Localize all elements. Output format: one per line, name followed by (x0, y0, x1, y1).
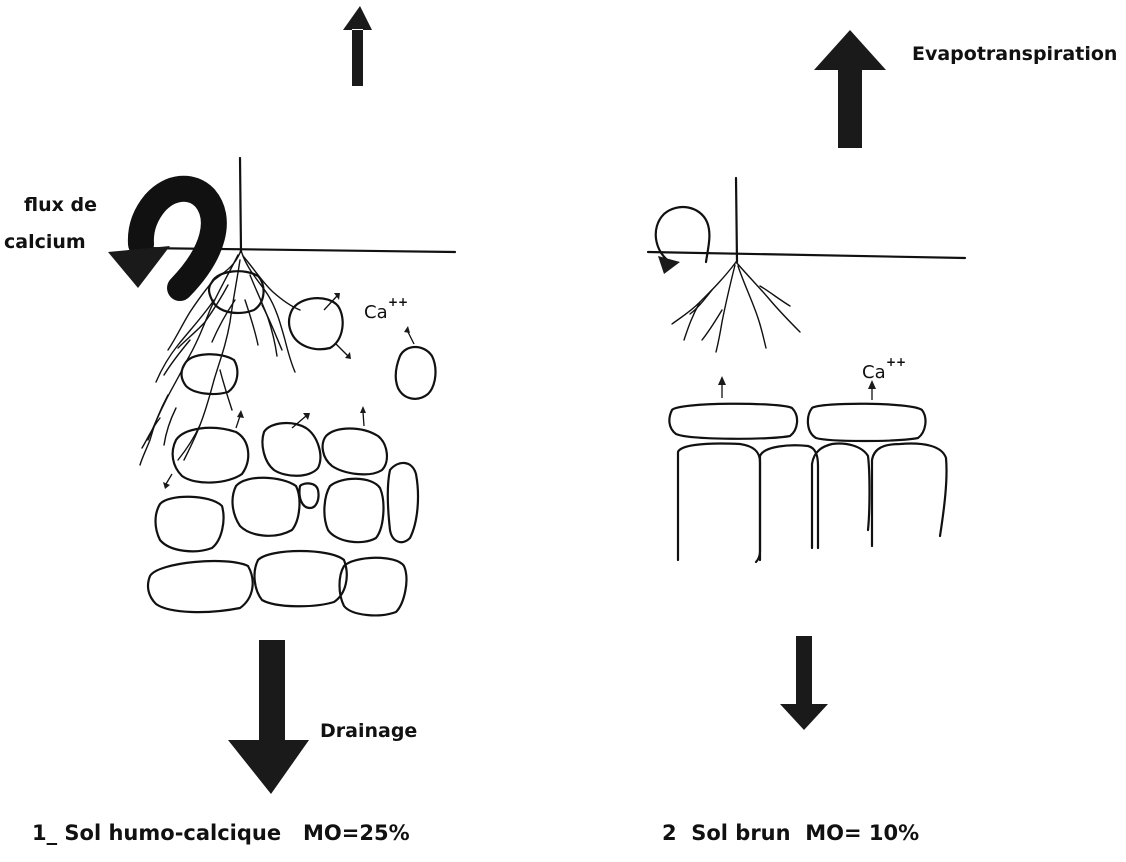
evapotranspiration-arrow-small (343, 6, 372, 86)
ion-charge-right: ++ (886, 355, 906, 369)
soil-surface-right (648, 252, 965, 258)
flux-label-line2: calcium (4, 231, 86, 253)
ion-charge-left: ++ (388, 295, 408, 309)
evapotranspiration-arrow-large (814, 30, 886, 148)
calcium-flux-arrow-small (656, 207, 710, 274)
caption-right: 2 Sol brun MO= 10% (662, 821, 919, 845)
panel-humo-calcique: flux de calcium Ca ++ Drainage 1_ Sol hu… (4, 6, 455, 845)
plant-stem-left (240, 158, 241, 252)
calcium-flux-arrow (108, 189, 214, 288)
caption-left: 1_ Sol humo-calcique MO=25% (32, 821, 410, 845)
ion-label-left: Ca (364, 302, 388, 323)
evapotranspiration-label: Evapotranspiration (912, 43, 1117, 65)
calcium-release-arrows-right (718, 376, 876, 400)
plant-stem-right (736, 178, 737, 262)
soil-surface-left (140, 248, 455, 252)
stones-left (148, 271, 435, 615)
flux-label-line1: flux de (24, 194, 97, 216)
root-system-left (140, 250, 300, 465)
drainage-arrow (228, 640, 309, 794)
root-system-right (672, 262, 800, 352)
panel-sol-brun: Evapotranspiration Ca ++ 2 Sol brun MO= … (648, 30, 1117, 845)
stones-right (669, 404, 946, 562)
drainage-arrow-small (780, 636, 828, 730)
ion-label-right: Ca (862, 362, 886, 383)
drainage-label: Drainage (320, 720, 417, 742)
